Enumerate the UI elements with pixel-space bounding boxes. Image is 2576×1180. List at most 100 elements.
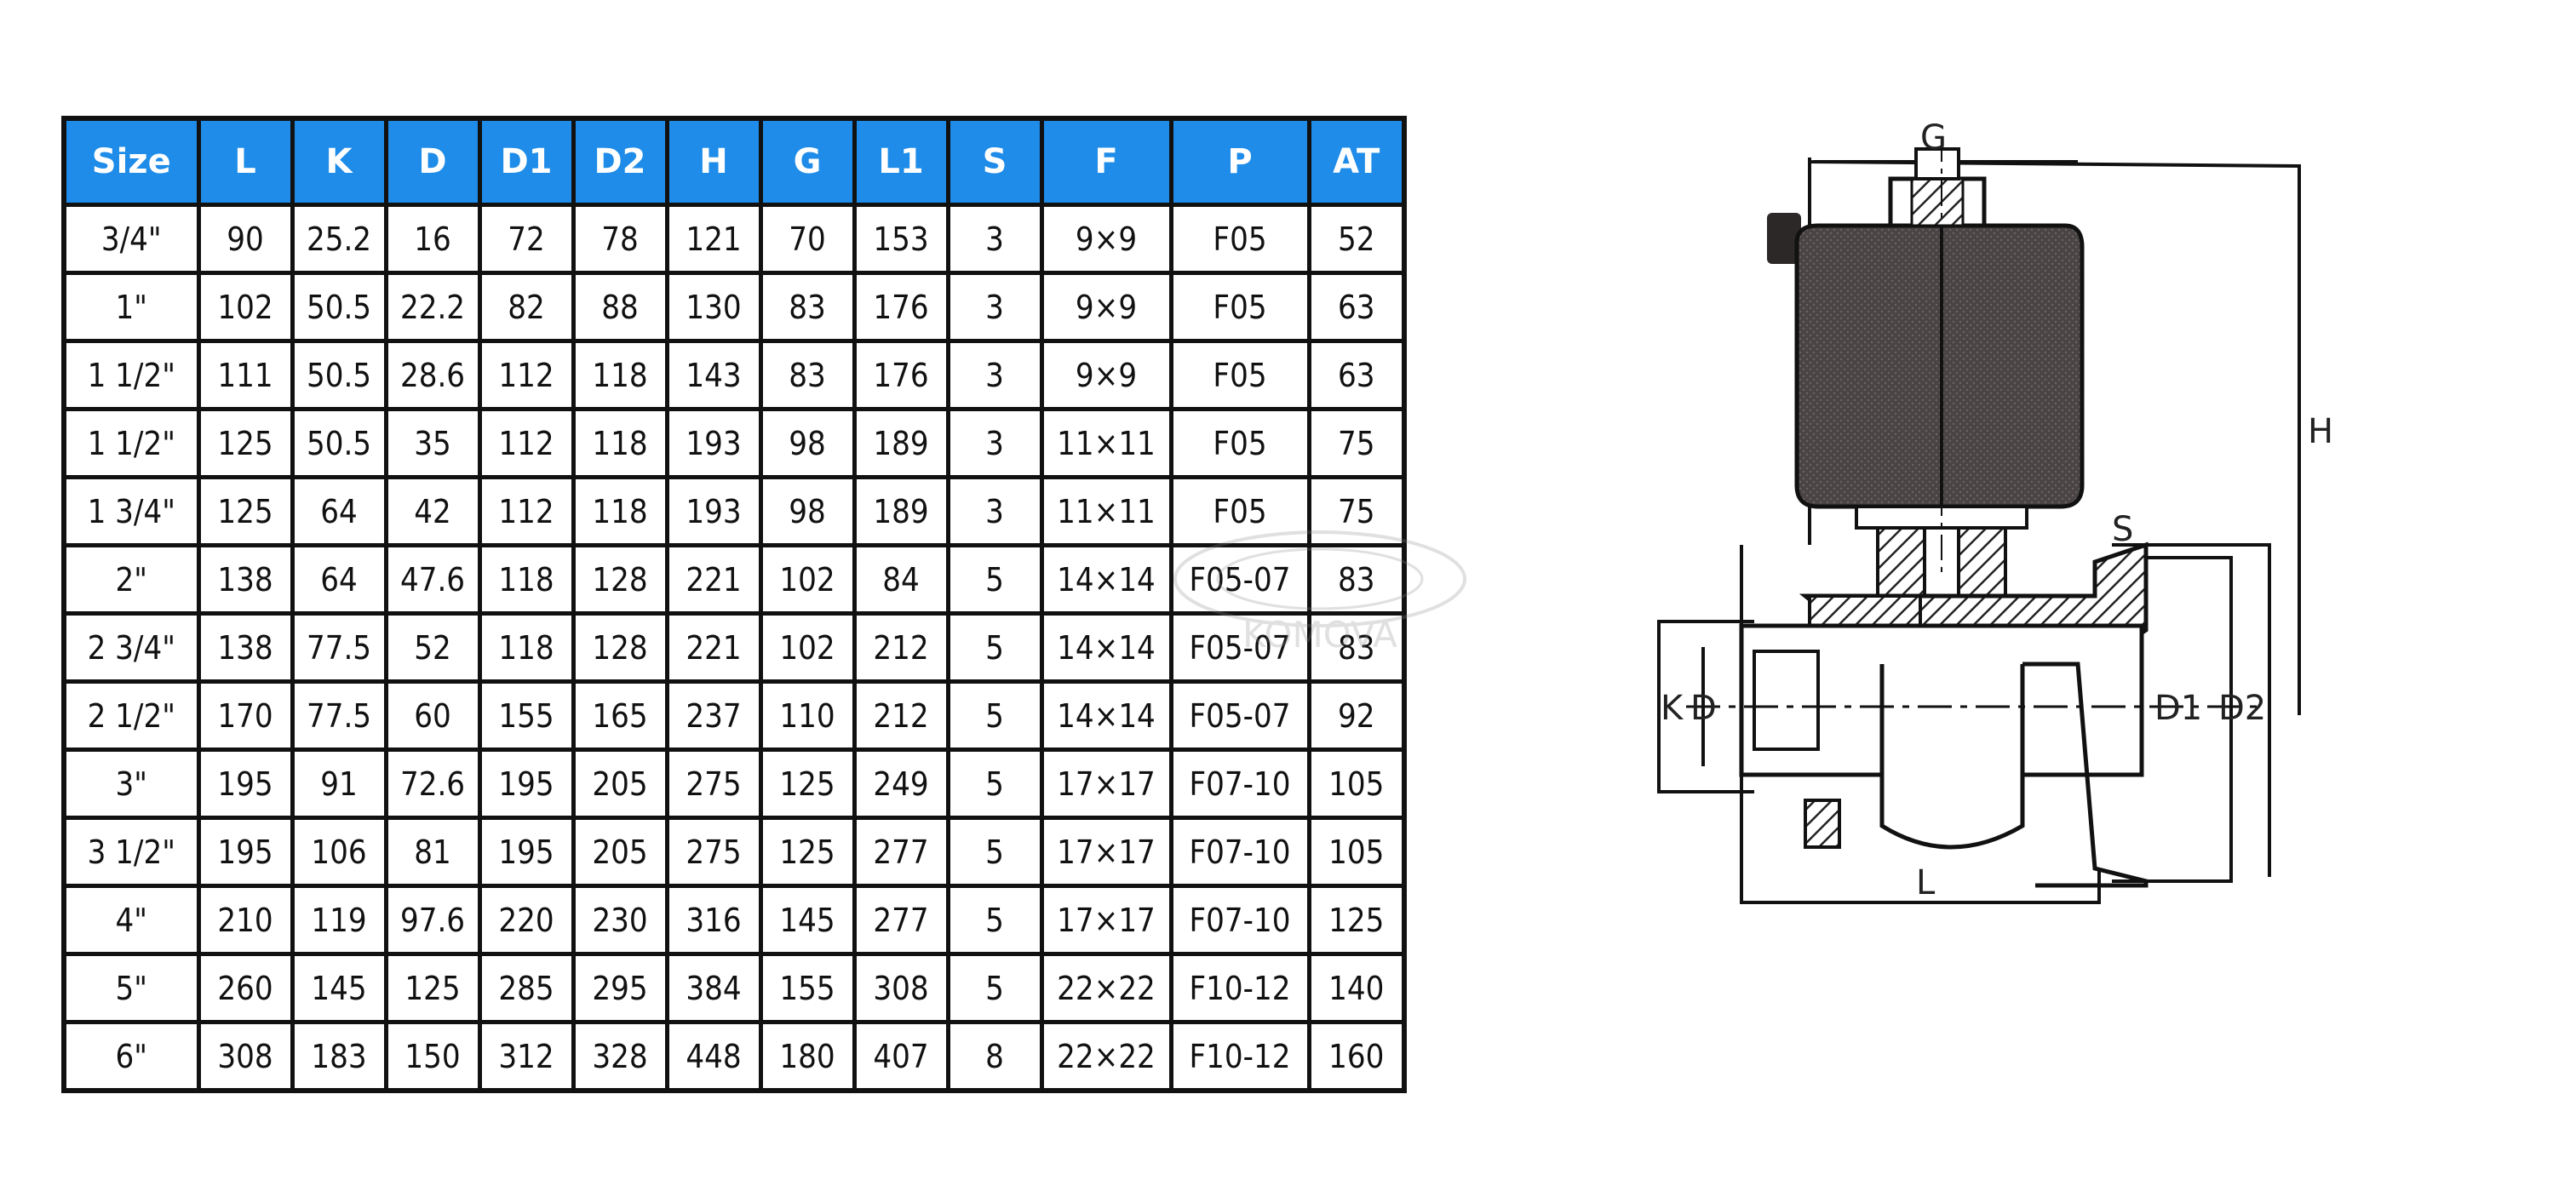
table-cell: 111 [196,339,295,411]
table-cell: 3 [945,407,1044,479]
column-header: L1 [852,116,950,207]
table-cell: 212 [852,611,950,684]
table-cell: 193 [664,407,763,479]
table-cell: 105 [1306,816,1407,888]
table-cell: 91 [290,748,388,820]
table-cell: 230 [571,884,669,956]
table-cell: 328 [571,1020,669,1093]
table-cell: 63 [1306,271,1407,343]
table-cell: 81 [383,816,482,888]
table-cell: 180 [758,1020,857,1093]
table-cell: 102 [758,611,857,684]
table-cell: 102 [196,271,295,343]
valve-body [1686,136,2265,888]
table-cell: 260 [196,952,295,1024]
column-header: F [1039,116,1173,207]
table-cell: 60 [383,679,482,752]
table-cell: 143 [664,339,763,411]
table-cell: 2" [61,543,201,616]
table-cell: 42 [383,475,482,547]
table-cell: 308 [196,1020,295,1093]
table-cell: 92 [1306,679,1407,752]
table-cell: 125 [383,952,482,1024]
table-cell: 3 [945,339,1044,411]
table-cell: 2 1/2" [61,679,201,752]
table-cell: 22.2 [383,271,482,343]
table-cell: 83 [1306,611,1407,684]
table-cell: F10-12 [1168,952,1311,1024]
table-cell: 3 [945,203,1044,275]
table-cell: 1 1/2" [61,339,201,411]
table-cell: 118 [477,611,576,684]
table-cell: 110 [758,679,857,752]
label-h: H [2308,412,2333,451]
table-cell: 83 [1306,543,1407,616]
table-cell: 249 [852,748,950,820]
table-cell: 118 [571,475,669,547]
label-d2: D2 [2218,689,2266,728]
table-cell: 138 [196,543,295,616]
table-cell: 3 [945,475,1044,547]
table-cell: 98 [758,475,857,547]
table-cell: 119 [290,884,388,956]
table-cell: F07-10 [1168,816,1311,888]
table-cell: F05-07 [1168,611,1311,684]
table-cell: 221 [664,611,763,684]
table-cell: 9×9 [1039,203,1173,275]
table-cell: 112 [477,339,576,411]
table-cell: 118 [571,339,669,411]
table-cell: 189 [852,475,950,547]
table-cell: 125 [196,475,295,547]
table-cell: 448 [664,1020,763,1093]
table-cell: 145 [758,884,857,956]
table-cell: 407 [852,1020,950,1093]
table-cell: 128 [571,543,669,616]
table-cell: 105 [1306,748,1407,820]
column-header: G [758,116,857,207]
table-cell: 4" [61,884,201,956]
table-cell: 50.5 [290,407,388,479]
column-header: K [290,116,388,207]
table-cell: 14×14 [1039,679,1173,752]
table-cell: 11×11 [1039,407,1173,479]
table-cell: 3 [945,271,1044,343]
table-cell: 176 [852,339,950,411]
table-cell: 237 [664,679,763,752]
table-cell: 84 [852,543,950,616]
table-cell: 5 [945,543,1044,616]
table-cell: 275 [664,816,763,888]
table-cell: 75 [1306,407,1407,479]
table-cell: 125 [1306,884,1407,956]
table-cell: 106 [290,816,388,888]
table-cell: 150 [383,1020,482,1093]
table-cell: 50.5 [290,339,388,411]
table-cell: 112 [477,475,576,547]
table-cell: 145 [290,952,388,1024]
table-cell: F05 [1168,271,1311,343]
table-cell: 102 [758,543,857,616]
table-cell: 155 [758,952,857,1024]
table-cell: 118 [477,543,576,616]
table-cell: 295 [571,952,669,1024]
label-d: D [1690,689,1717,728]
table-cell: 285 [477,952,576,1024]
table-cell: 1 3/4" [61,475,201,547]
table-cell: 195 [477,816,576,888]
table-cell: 22×22 [1039,952,1173,1024]
table-cell: 1 1/2" [61,407,201,479]
table-cell: 125 [196,407,295,479]
table-cell: 11×11 [1039,475,1173,547]
table-cell: F05-07 [1168,543,1311,616]
table-cell: F05 [1168,203,1311,275]
label-k: K [1661,689,1684,728]
table-cell: 14×14 [1039,543,1173,616]
column-header: D2 [571,116,669,207]
